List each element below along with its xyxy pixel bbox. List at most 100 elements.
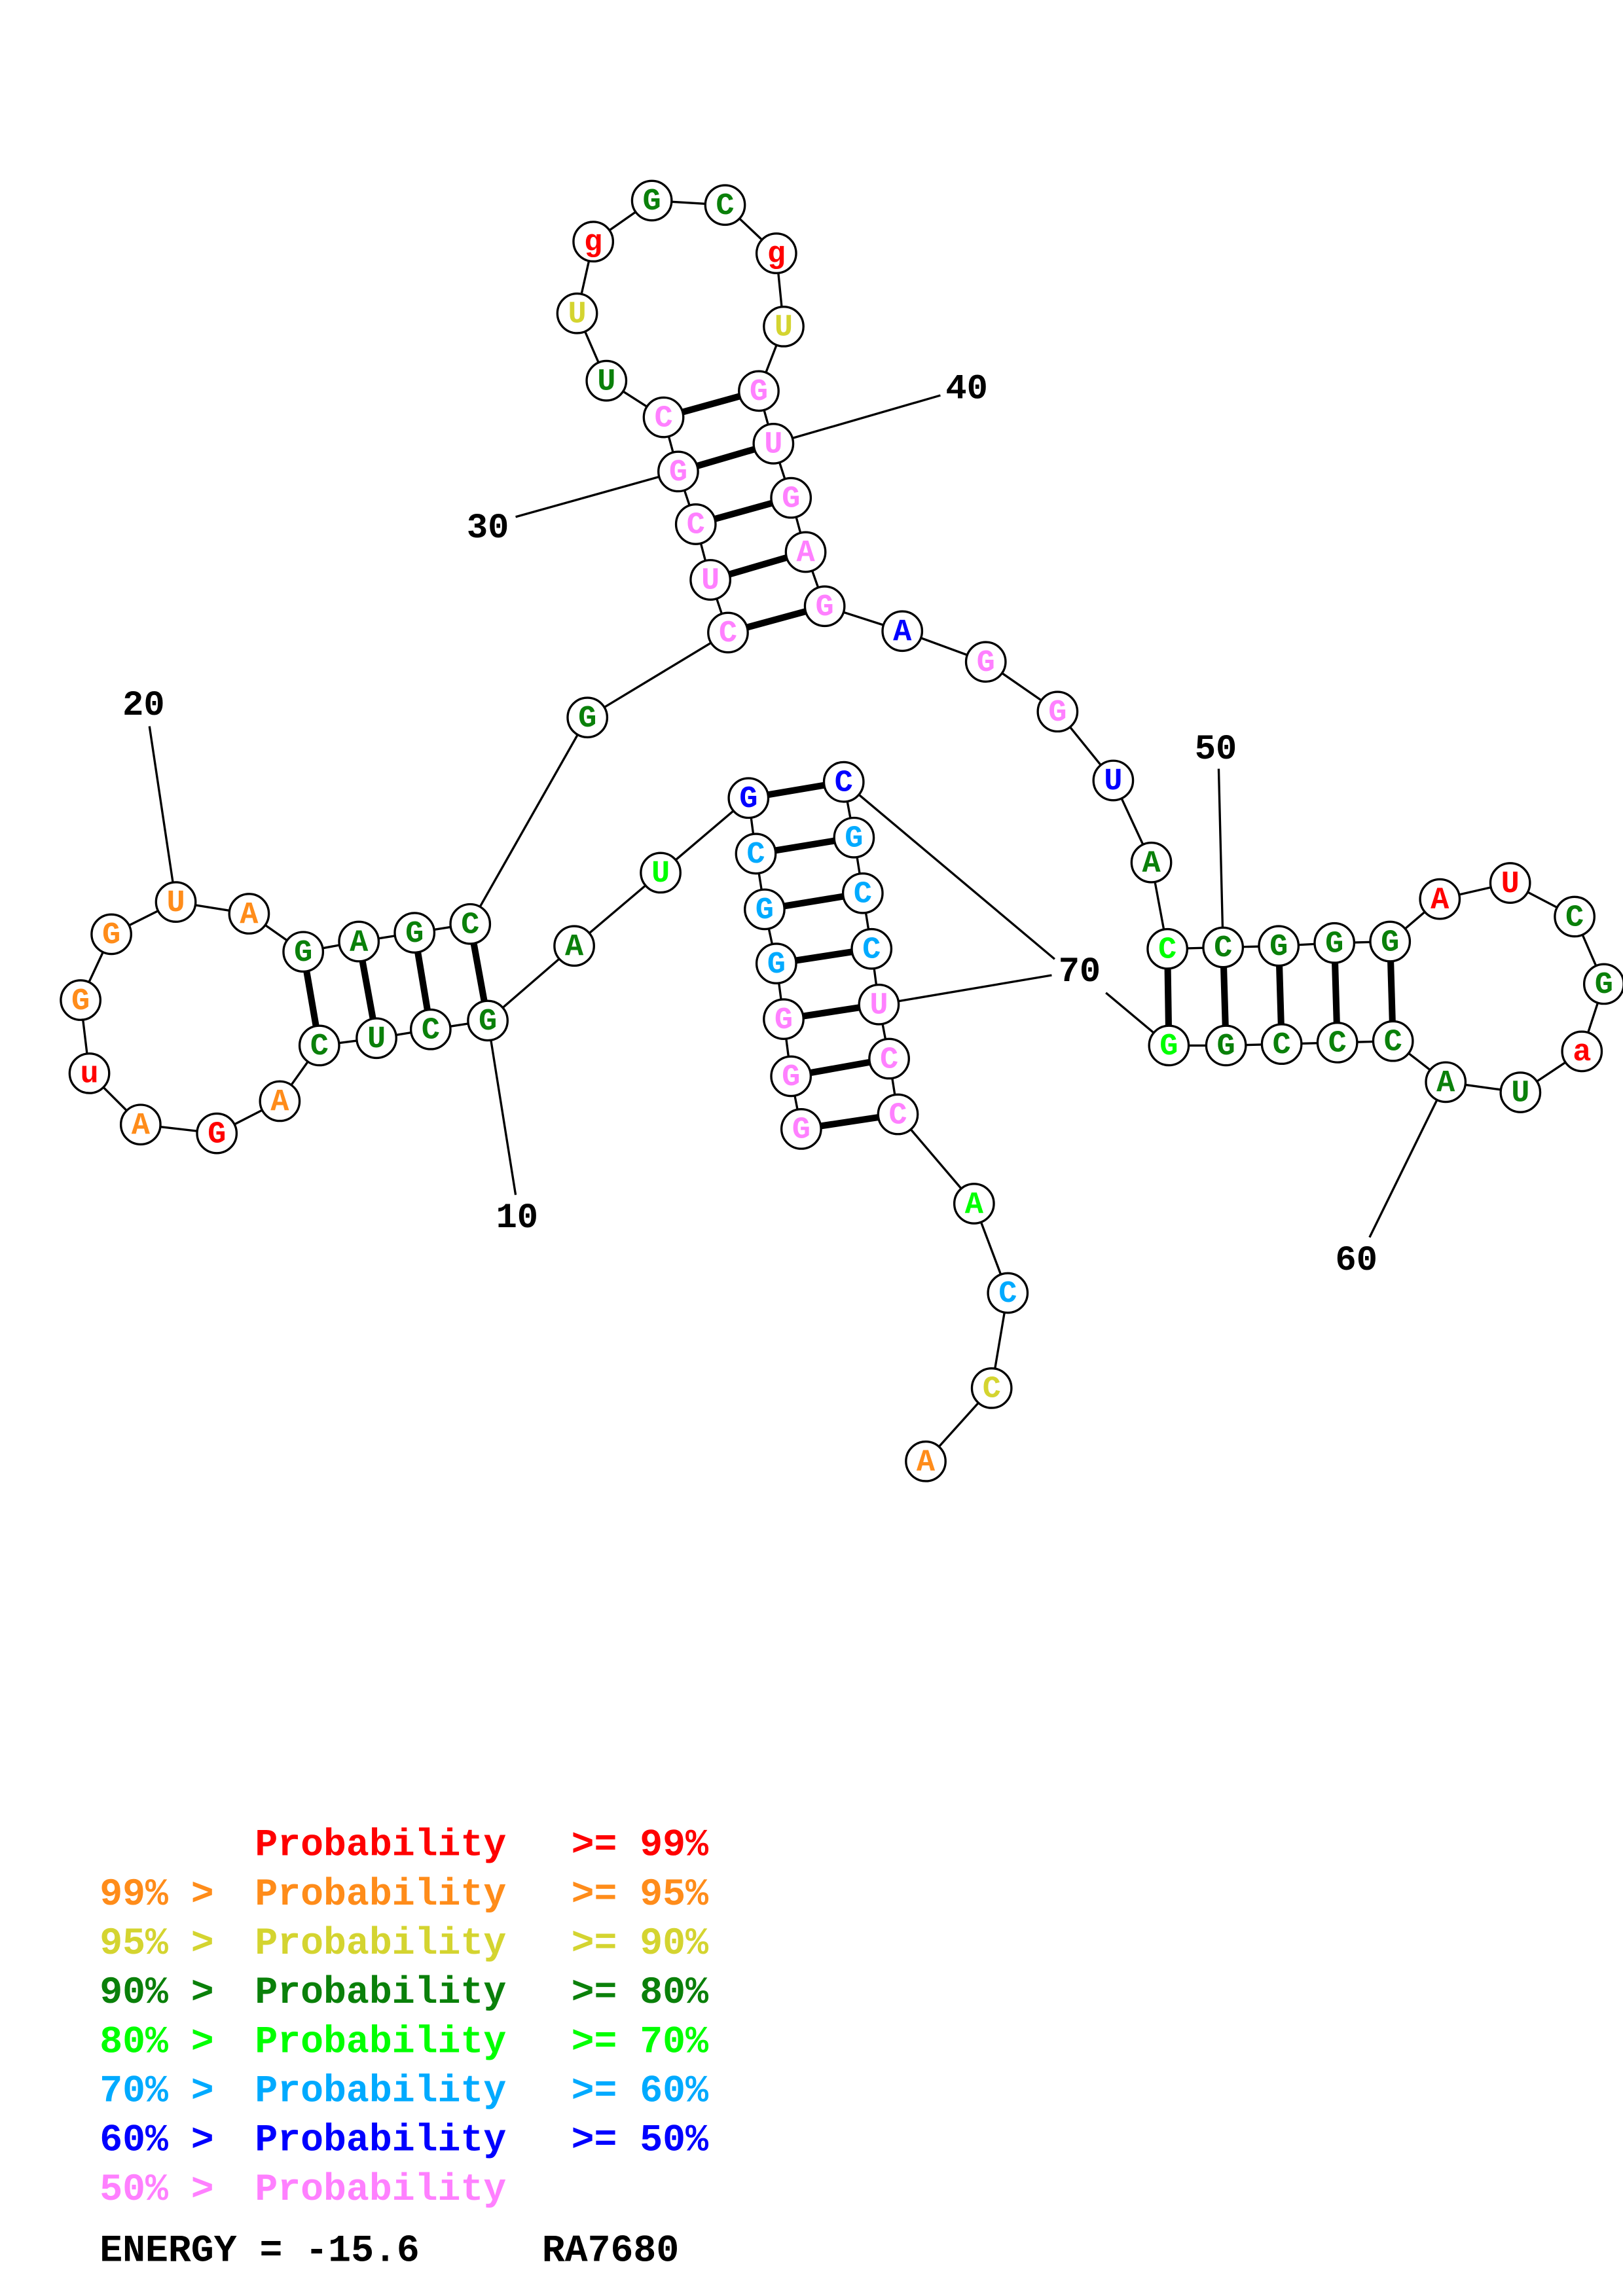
nucleotide-circle	[763, 998, 805, 1041]
legend-suffix: >= 50%	[572, 2120, 708, 2162]
nucleotide-letter: C	[716, 189, 734, 224]
nucleotide-circle	[572, 221, 615, 263]
nucleotide: A	[1419, 878, 1461, 920]
nucleotide-circle	[770, 1055, 812, 1098]
nucleotide-letter: A	[565, 930, 584, 965]
nucleotide-letter: G	[756, 893, 774, 928]
nucleotide: C	[841, 872, 884, 914]
nucleotide-letter: G	[71, 984, 90, 1019]
nucleotide: U	[556, 292, 598, 334]
nucleotide-circle	[566, 696, 609, 739]
nucleotide: G	[1258, 925, 1300, 967]
nucleotide: A	[228, 893, 270, 935]
nucleotide: A	[1425, 1061, 1467, 1103]
nucleotide-letter: C	[1565, 901, 1584, 935]
nucleotide-letter: U	[1511, 1077, 1529, 1111]
nucleotide-circle	[196, 1112, 238, 1155]
nucleotide: U	[763, 306, 805, 348]
nucleotide: G	[467, 999, 509, 1042]
nucleotide: U	[155, 881, 197, 924]
nucleotide-circle	[877, 1093, 919, 1136]
nucleotide-letter: G	[1269, 930, 1288, 965]
nucleotide: C	[1372, 1020, 1414, 1062]
nucleotide: G	[1148, 1024, 1190, 1067]
nucleotide-letter: C	[983, 1372, 1001, 1407]
nucleotide-circle	[752, 423, 795, 465]
nucleotide-circle	[90, 913, 132, 956]
nucleotide-circle	[850, 927, 893, 970]
nucleotide-circle	[735, 833, 777, 875]
legend-label: Probability	[255, 1923, 506, 1965]
nucleotide-letter: G	[1048, 696, 1067, 730]
legend-prefix: 90% >	[100, 1972, 214, 2015]
nucleotide: G	[738, 370, 780, 412]
label-leader-line	[773, 394, 941, 445]
backbone-segment	[469, 717, 589, 925]
nucleotide: C	[642, 396, 685, 439]
nucleotide: C	[868, 1037, 910, 1080]
nucleotide: G	[1582, 963, 1623, 1005]
nucleotide: G	[763, 998, 805, 1041]
nucleotide: G	[1036, 691, 1079, 733]
nucleotide: a	[1561, 1030, 1603, 1073]
nucleotide-letter: a	[1573, 1035, 1591, 1070]
nucleotide-letter: G	[775, 1003, 793, 1038]
nucleotide: G	[803, 585, 846, 628]
nucleotide-circle	[858, 983, 900, 1026]
nucleotide: C	[987, 1272, 1029, 1314]
nucleotide-letter: g	[584, 226, 602, 260]
legend-prefix: 70% >	[100, 2070, 214, 2113]
nucleotide-circle	[282, 931, 325, 973]
nucleotide-circle	[905, 1440, 947, 1482]
nucleotide-letter: G	[479, 1005, 497, 1039]
nucleotide: U	[640, 852, 682, 894]
nucleotide-circle	[553, 925, 595, 967]
nucleotide: C	[877, 1093, 919, 1136]
nucleotide-circle	[727, 777, 770, 819]
nucleotide-circle	[640, 852, 682, 894]
nucleotide-circle	[1036, 691, 1079, 733]
nucleotide-letter: C	[719, 617, 737, 651]
nucleotide: C	[1316, 1022, 1359, 1064]
nucleotide-letter: g	[767, 238, 786, 272]
backbone-segment	[587, 632, 729, 719]
nucleotide-letter: G	[816, 590, 834, 625]
nucleotide-letter: G	[578, 702, 596, 736]
nucleotide: G	[60, 979, 101, 1021]
nucleotide-letter: C	[1214, 931, 1232, 966]
position-label: 30	[467, 509, 509, 548]
nucleotide-letter: G	[845, 821, 863, 856]
nucleotide-letter: U	[701, 564, 720, 599]
nucleotide: G	[1369, 920, 1412, 963]
legend-row: Probability>= 99%	[255, 1825, 708, 1867]
nucleotide-letter: G	[792, 1113, 811, 1148]
nucleotide: U	[356, 1017, 397, 1060]
nucleotide: G	[196, 1112, 238, 1155]
position-label: 10	[496, 1198, 538, 1238]
nucleotide: G	[770, 1055, 812, 1098]
legend-row: 60% >Probability>= 50%	[100, 2120, 708, 2162]
nucleotide-circle	[689, 559, 732, 601]
nucleotide: U	[689, 559, 732, 601]
nucleotide-letter: C	[1158, 933, 1176, 967]
nucleotide-circle	[449, 903, 492, 945]
nucleotide: A	[553, 925, 595, 967]
nucleotide-circle	[1554, 895, 1596, 938]
nucleotide: G	[657, 450, 699, 493]
nucleotide-letter: C	[422, 1014, 440, 1049]
nucleotide-letter: C	[687, 509, 705, 543]
nucleotide-circle	[1130, 841, 1173, 884]
nucleotide: U	[1092, 759, 1135, 802]
nucleotide-circle	[822, 761, 865, 803]
nucleotide-letter: U	[597, 365, 615, 399]
nucleotide-circle	[1313, 922, 1356, 964]
sequence-name: RA7680	[542, 2230, 679, 2272]
nucleotide: U	[1499, 1071, 1542, 1113]
nucleotide-circle	[338, 920, 380, 963]
nucleotide-letter: C	[746, 838, 765, 872]
nucleotide-letter: C	[1328, 1027, 1347, 1062]
nucleotide-circle	[1419, 878, 1461, 920]
nucleotide-circle	[228, 893, 270, 935]
position-label: 70	[1059, 952, 1101, 992]
legend-label: Probability	[255, 1972, 506, 2015]
